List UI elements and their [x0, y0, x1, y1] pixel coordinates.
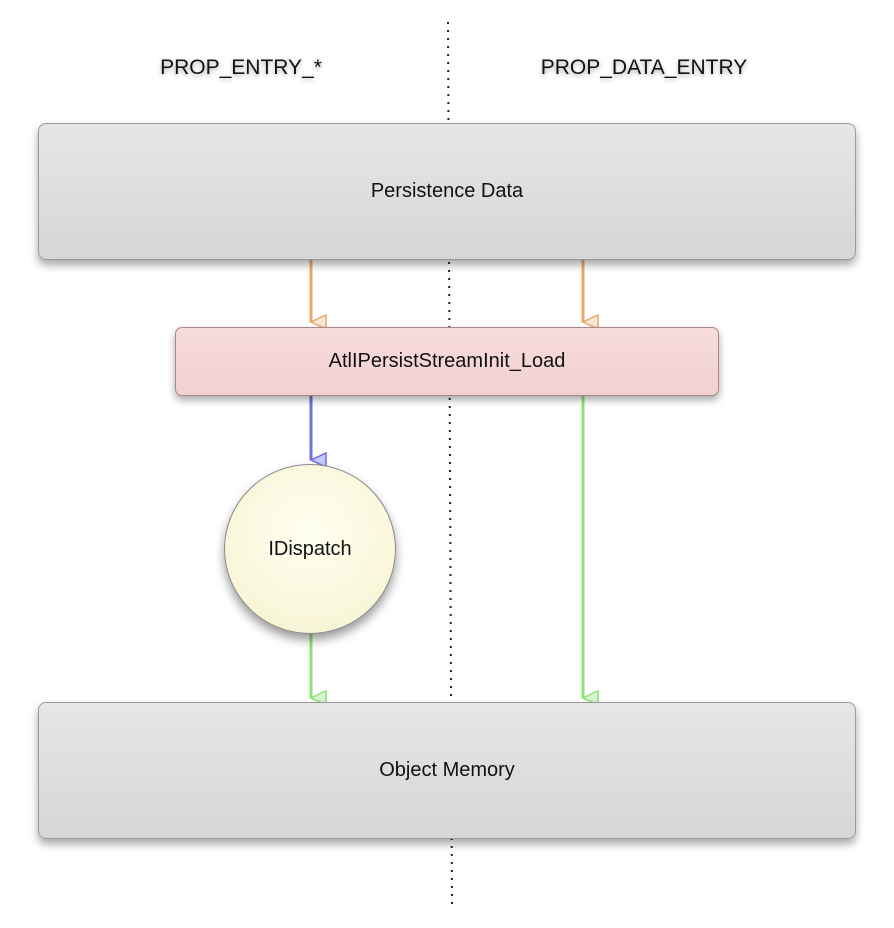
load-function-box: AtlIPersistStreamInit_Load — [175, 327, 719, 396]
persistence-data-label: Persistence Data — [370, 180, 524, 202]
object-memory-label: Object Memory — [379, 759, 515, 781]
right-column-label: PROP_DATA_ENTRY — [540, 56, 748, 79]
idispatch-node: IDispatch — [224, 464, 396, 634]
load-function-label: AtlIPersistStreamInit_Load — [328, 350, 566, 372]
idispatch-label: IDispatch — [268, 537, 352, 560]
object-memory-box: Object Memory — [38, 702, 856, 839]
persistence-data-box: Persistence Data — [38, 123, 856, 260]
left-column-label: PROP_ENTRY_* — [160, 56, 322, 79]
